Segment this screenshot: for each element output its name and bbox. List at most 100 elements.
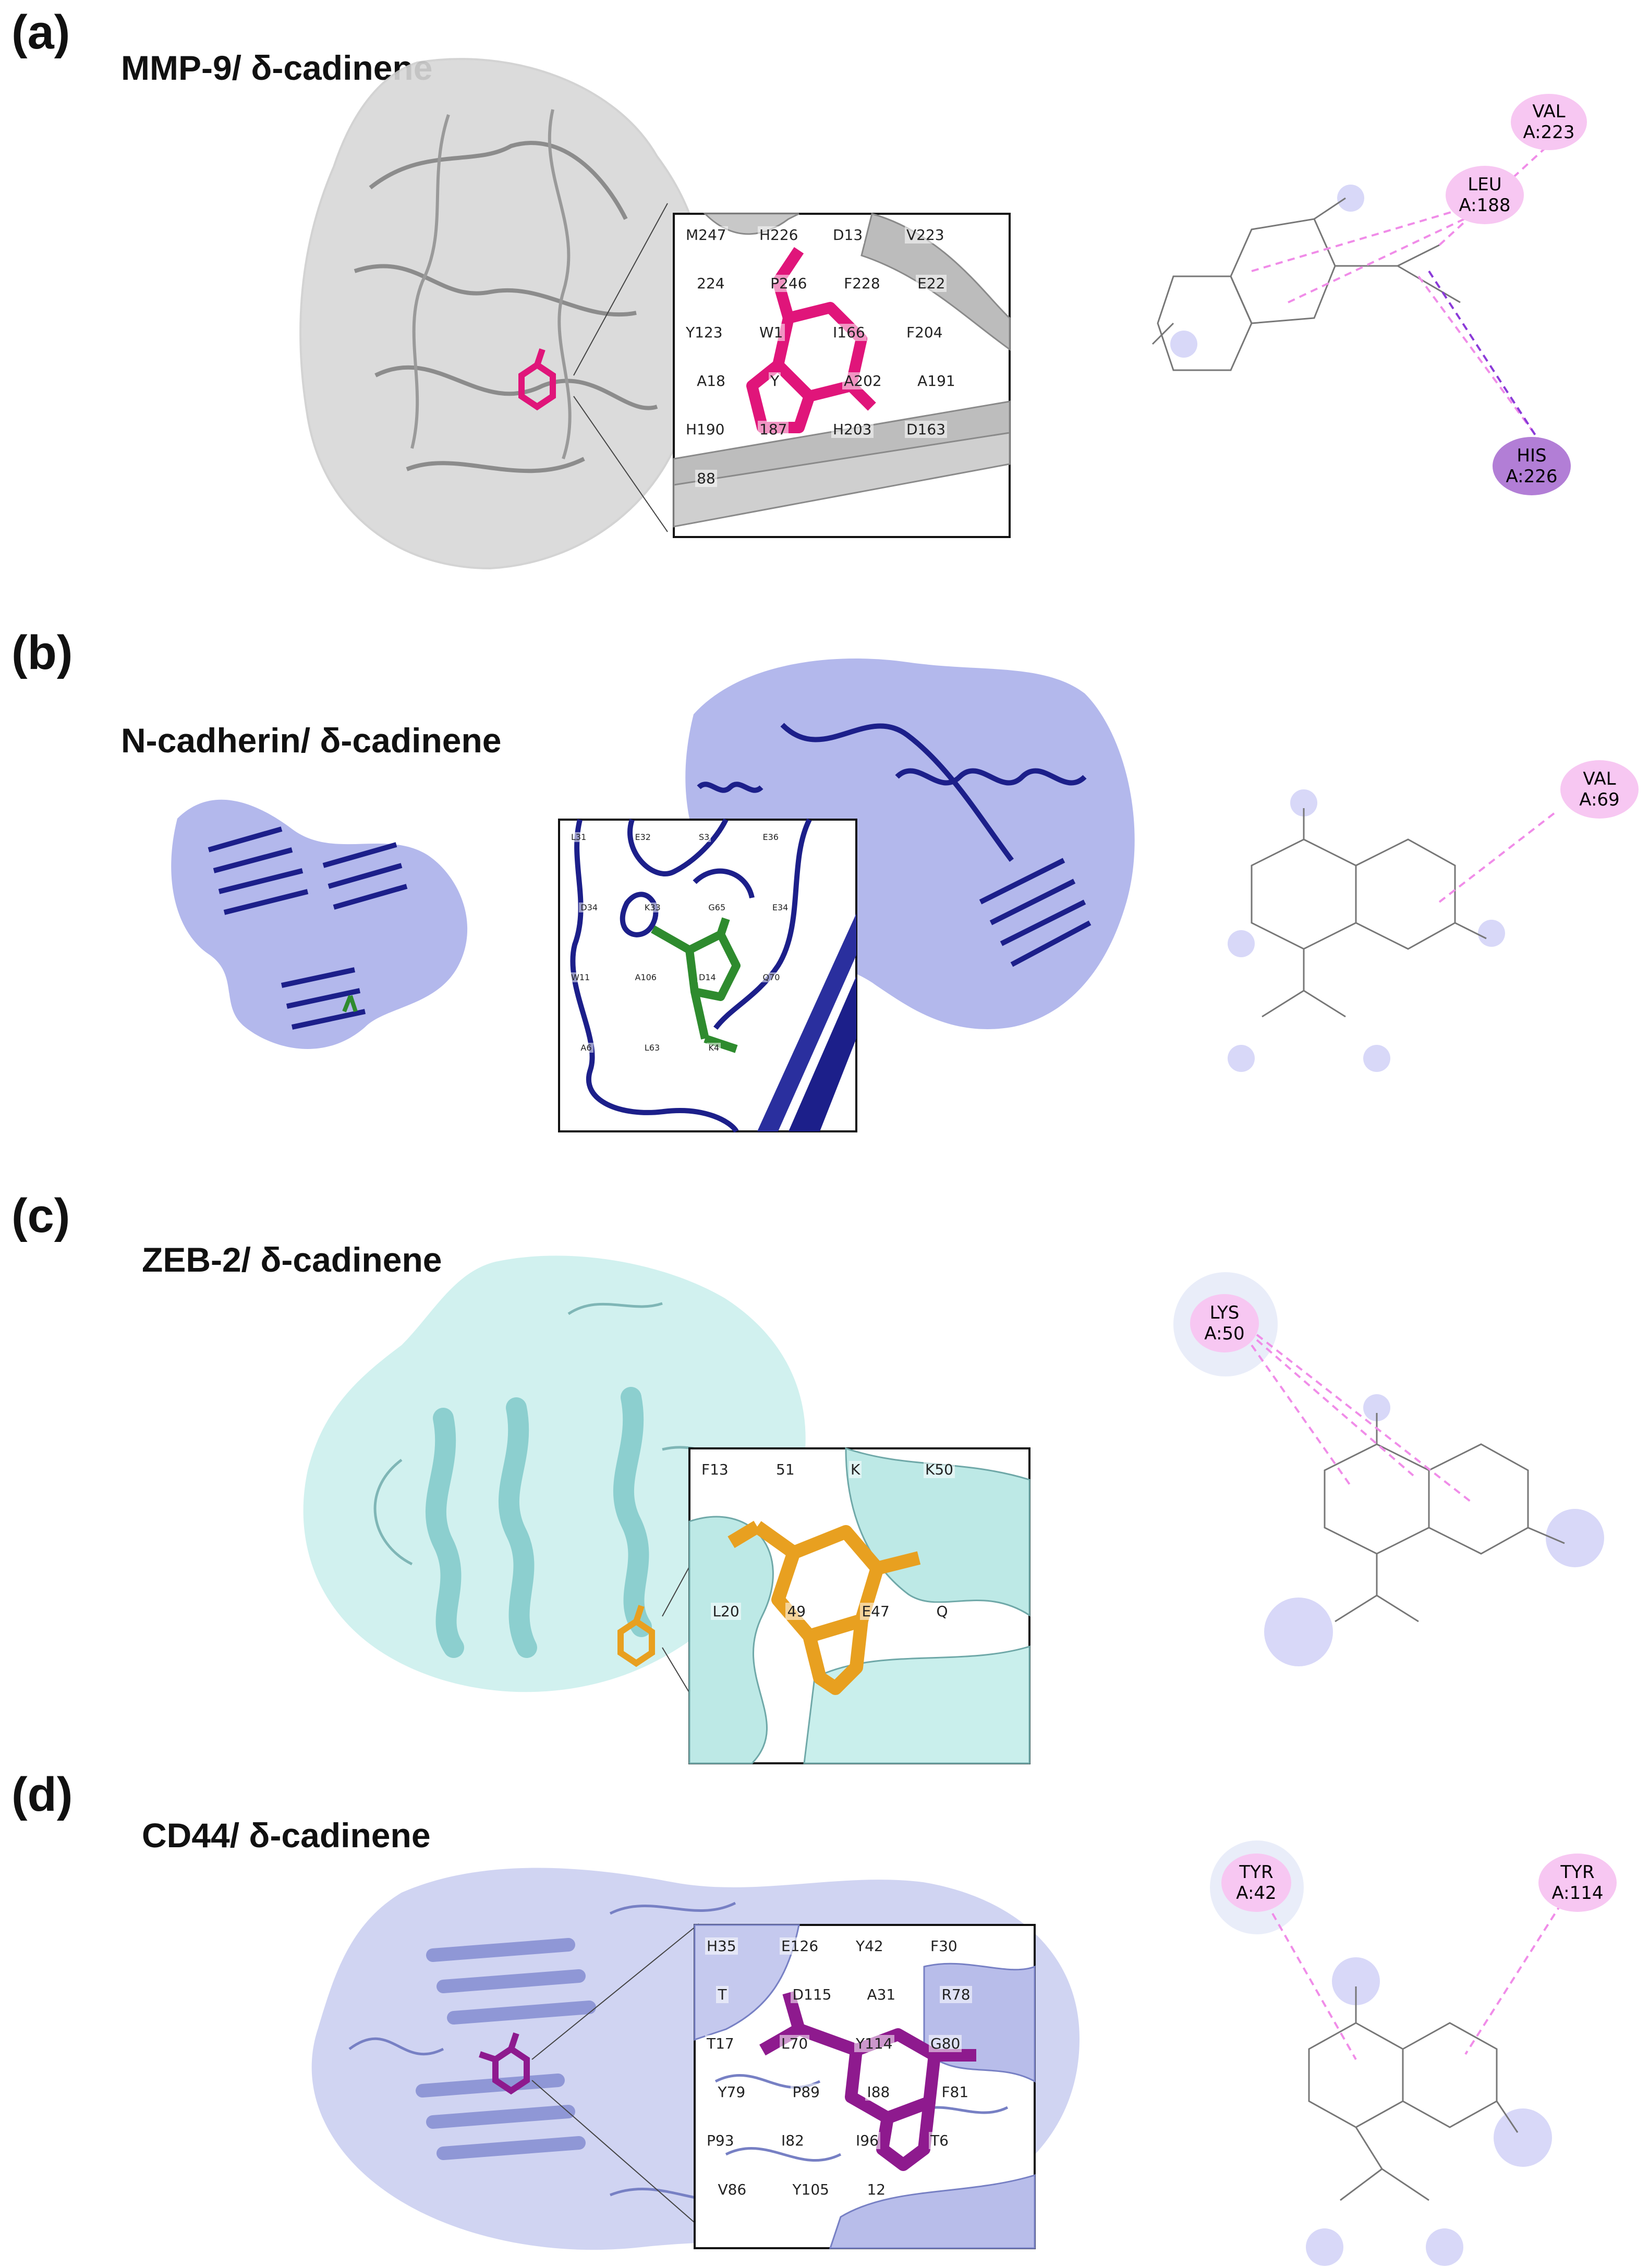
inset-residue-label: D13 xyxy=(831,226,865,243)
inset-residue-label: L31 xyxy=(569,832,588,842)
inset-residue-label: P89 xyxy=(791,2083,821,2101)
inset-residue-label: A191 xyxy=(916,372,957,389)
inset-residue-label: I88 xyxy=(865,2083,892,2101)
inset-residue-label: A106 xyxy=(633,972,658,982)
inset-residue-label: I166 xyxy=(831,323,867,341)
inset-residue-label: H203 xyxy=(831,421,874,438)
inset-residue-label: D14 xyxy=(697,972,718,982)
inset-residue-label: 224 xyxy=(695,275,726,292)
inset-residue-label: G80 xyxy=(929,2034,962,2052)
inset-residue-label: D34 xyxy=(579,902,600,912)
inset-residue-label: 187 xyxy=(758,421,789,438)
residue-badge: LEU A:188 xyxy=(1446,166,1524,224)
residue-badge: VAL A:223 xyxy=(1511,94,1587,150)
inset-residue-label: F204 xyxy=(905,323,944,341)
inset-residue-label: E126 xyxy=(780,1937,820,1955)
interaction-diagram-c xyxy=(1173,1272,1604,1666)
residue-position: A:226 xyxy=(1506,466,1558,487)
inset-residue-label: E47 xyxy=(860,1603,891,1620)
inset-residue-label: E22 xyxy=(916,275,947,292)
inset-residue-label: 12 xyxy=(865,2180,888,2198)
panel-b: (b) N-cadherin/ δ-cadinene xyxy=(0,620,1649,1168)
protein-surface-mmp9 xyxy=(299,58,706,570)
residue-position: A:50 xyxy=(1204,1323,1245,1344)
residue-badge: TYR A:42 xyxy=(1221,1854,1291,1912)
inset-residue-label: 88 xyxy=(695,469,717,487)
inset-residue-label: D163 xyxy=(905,421,948,438)
inset-residue-label: Y xyxy=(769,372,781,389)
inset-residue-label: F13 xyxy=(700,1461,730,1478)
panel-letter: (b) xyxy=(11,626,73,679)
inset-residue-label: Y42 xyxy=(854,1937,885,1955)
panel-title: ZEB-2/ δ-cadinene xyxy=(142,1240,442,1279)
inset-residue-label: H190 xyxy=(684,421,726,438)
inset-residue-label: K50 xyxy=(924,1461,955,1478)
inset-residue-label: F81 xyxy=(940,2083,971,2101)
residue-name: VAL xyxy=(1583,769,1616,789)
inset-residue-label: T xyxy=(716,1986,729,2004)
residue-name: VAL xyxy=(1532,101,1566,122)
inset-residue-label: E36 xyxy=(761,832,780,842)
inset-residue-label: W11 xyxy=(569,972,592,982)
panel-d: (d) CD44/ δ-cadinene xyxy=(0,1762,1649,2268)
inset-residue-label: M247 xyxy=(684,226,728,243)
ligand-marker xyxy=(518,348,556,411)
inset-residue-label: 49 xyxy=(785,1603,808,1620)
inset-residue-label: W1 xyxy=(758,323,785,341)
inset-residue-label: A31 xyxy=(865,1986,898,2004)
ligand-marker xyxy=(617,1605,655,1667)
inset-residue-label: V223 xyxy=(905,226,946,243)
residue-name: TYR xyxy=(1239,1862,1274,1883)
residue-name: HIS xyxy=(1517,445,1547,466)
inset-residue-label: S3 xyxy=(697,832,711,842)
inset-residue-label: F228 xyxy=(842,275,882,292)
inset-residue-label: Q70 xyxy=(761,972,782,982)
interaction-lines xyxy=(1251,1334,1472,1503)
inset-residue-label: I96 xyxy=(854,2132,880,2150)
panel-title: MMP-9/ δ-cadinene xyxy=(121,48,433,87)
inset-residue-label: K33 xyxy=(642,902,662,912)
residue-name: LYS xyxy=(1209,1302,1240,1323)
inset-residue-label: I82 xyxy=(780,2132,806,2150)
residue-badge: HIS A:226 xyxy=(1493,437,1571,495)
inset-residue-label: Y123 xyxy=(684,323,724,341)
residue-position: A:69 xyxy=(1579,789,1620,810)
inset-residue-label: G65 xyxy=(707,902,728,912)
inset-residue-label: L63 xyxy=(642,1042,662,1053)
inset-residue-label: Q xyxy=(935,1603,950,1620)
residue-position: A:223 xyxy=(1523,122,1575,143)
inset-residue-label: K4 xyxy=(707,1042,721,1053)
panel-letter: (a) xyxy=(11,6,70,59)
inset-residue-label: Y114 xyxy=(854,2034,894,2052)
inset-residue-label: T17 xyxy=(705,2034,736,2052)
panel-c: (c) ZEB-2/ δ-cadinene xyxy=(0,1184,1649,1764)
inset-residue-label: 51 xyxy=(774,1461,796,1478)
inset-residue-label: K xyxy=(849,1461,862,1478)
residue-name: LEU xyxy=(1468,174,1502,195)
inset-residue-label: T6 xyxy=(929,2132,950,2150)
residue-position: A:188 xyxy=(1459,195,1511,216)
residue-position: A:42 xyxy=(1236,1883,1277,1904)
inset-residue-label: H35 xyxy=(705,1937,738,1955)
inset-residue-label: V86 xyxy=(716,2180,748,2198)
inset-residue-label: A6 xyxy=(579,1042,593,1053)
panel-a: (a) MMP-9/ δ-cadinene xyxy=(0,0,1649,570)
interaction-line xyxy=(1438,812,1555,903)
inset-residue-label: Y105 xyxy=(791,2180,831,2198)
interaction-diagram-b xyxy=(1228,789,1555,1072)
ligand-marker xyxy=(479,2032,530,2095)
inset-residue-label: R78 xyxy=(940,1986,972,2004)
inset-residue-label: D115 xyxy=(791,1986,833,2004)
residue-position: A:114 xyxy=(1551,1883,1604,1904)
residue-name: TYR xyxy=(1560,1862,1595,1883)
inset-residue-label: A202 xyxy=(842,372,883,389)
inset-residue-label: P93 xyxy=(705,2132,736,2150)
inset-residue-label: L70 xyxy=(780,2034,810,2052)
binding-site-inset xyxy=(688,1447,1030,1764)
panel-letter: (c) xyxy=(11,1189,70,1242)
inset-residue-label: Y79 xyxy=(716,2083,747,2101)
inset-residue-label: E34 xyxy=(770,902,790,912)
ligand-marker xyxy=(728,1520,921,1695)
inset-residue-label: E32 xyxy=(633,832,652,842)
residue-badge: TYR A:114 xyxy=(1538,1854,1617,1912)
